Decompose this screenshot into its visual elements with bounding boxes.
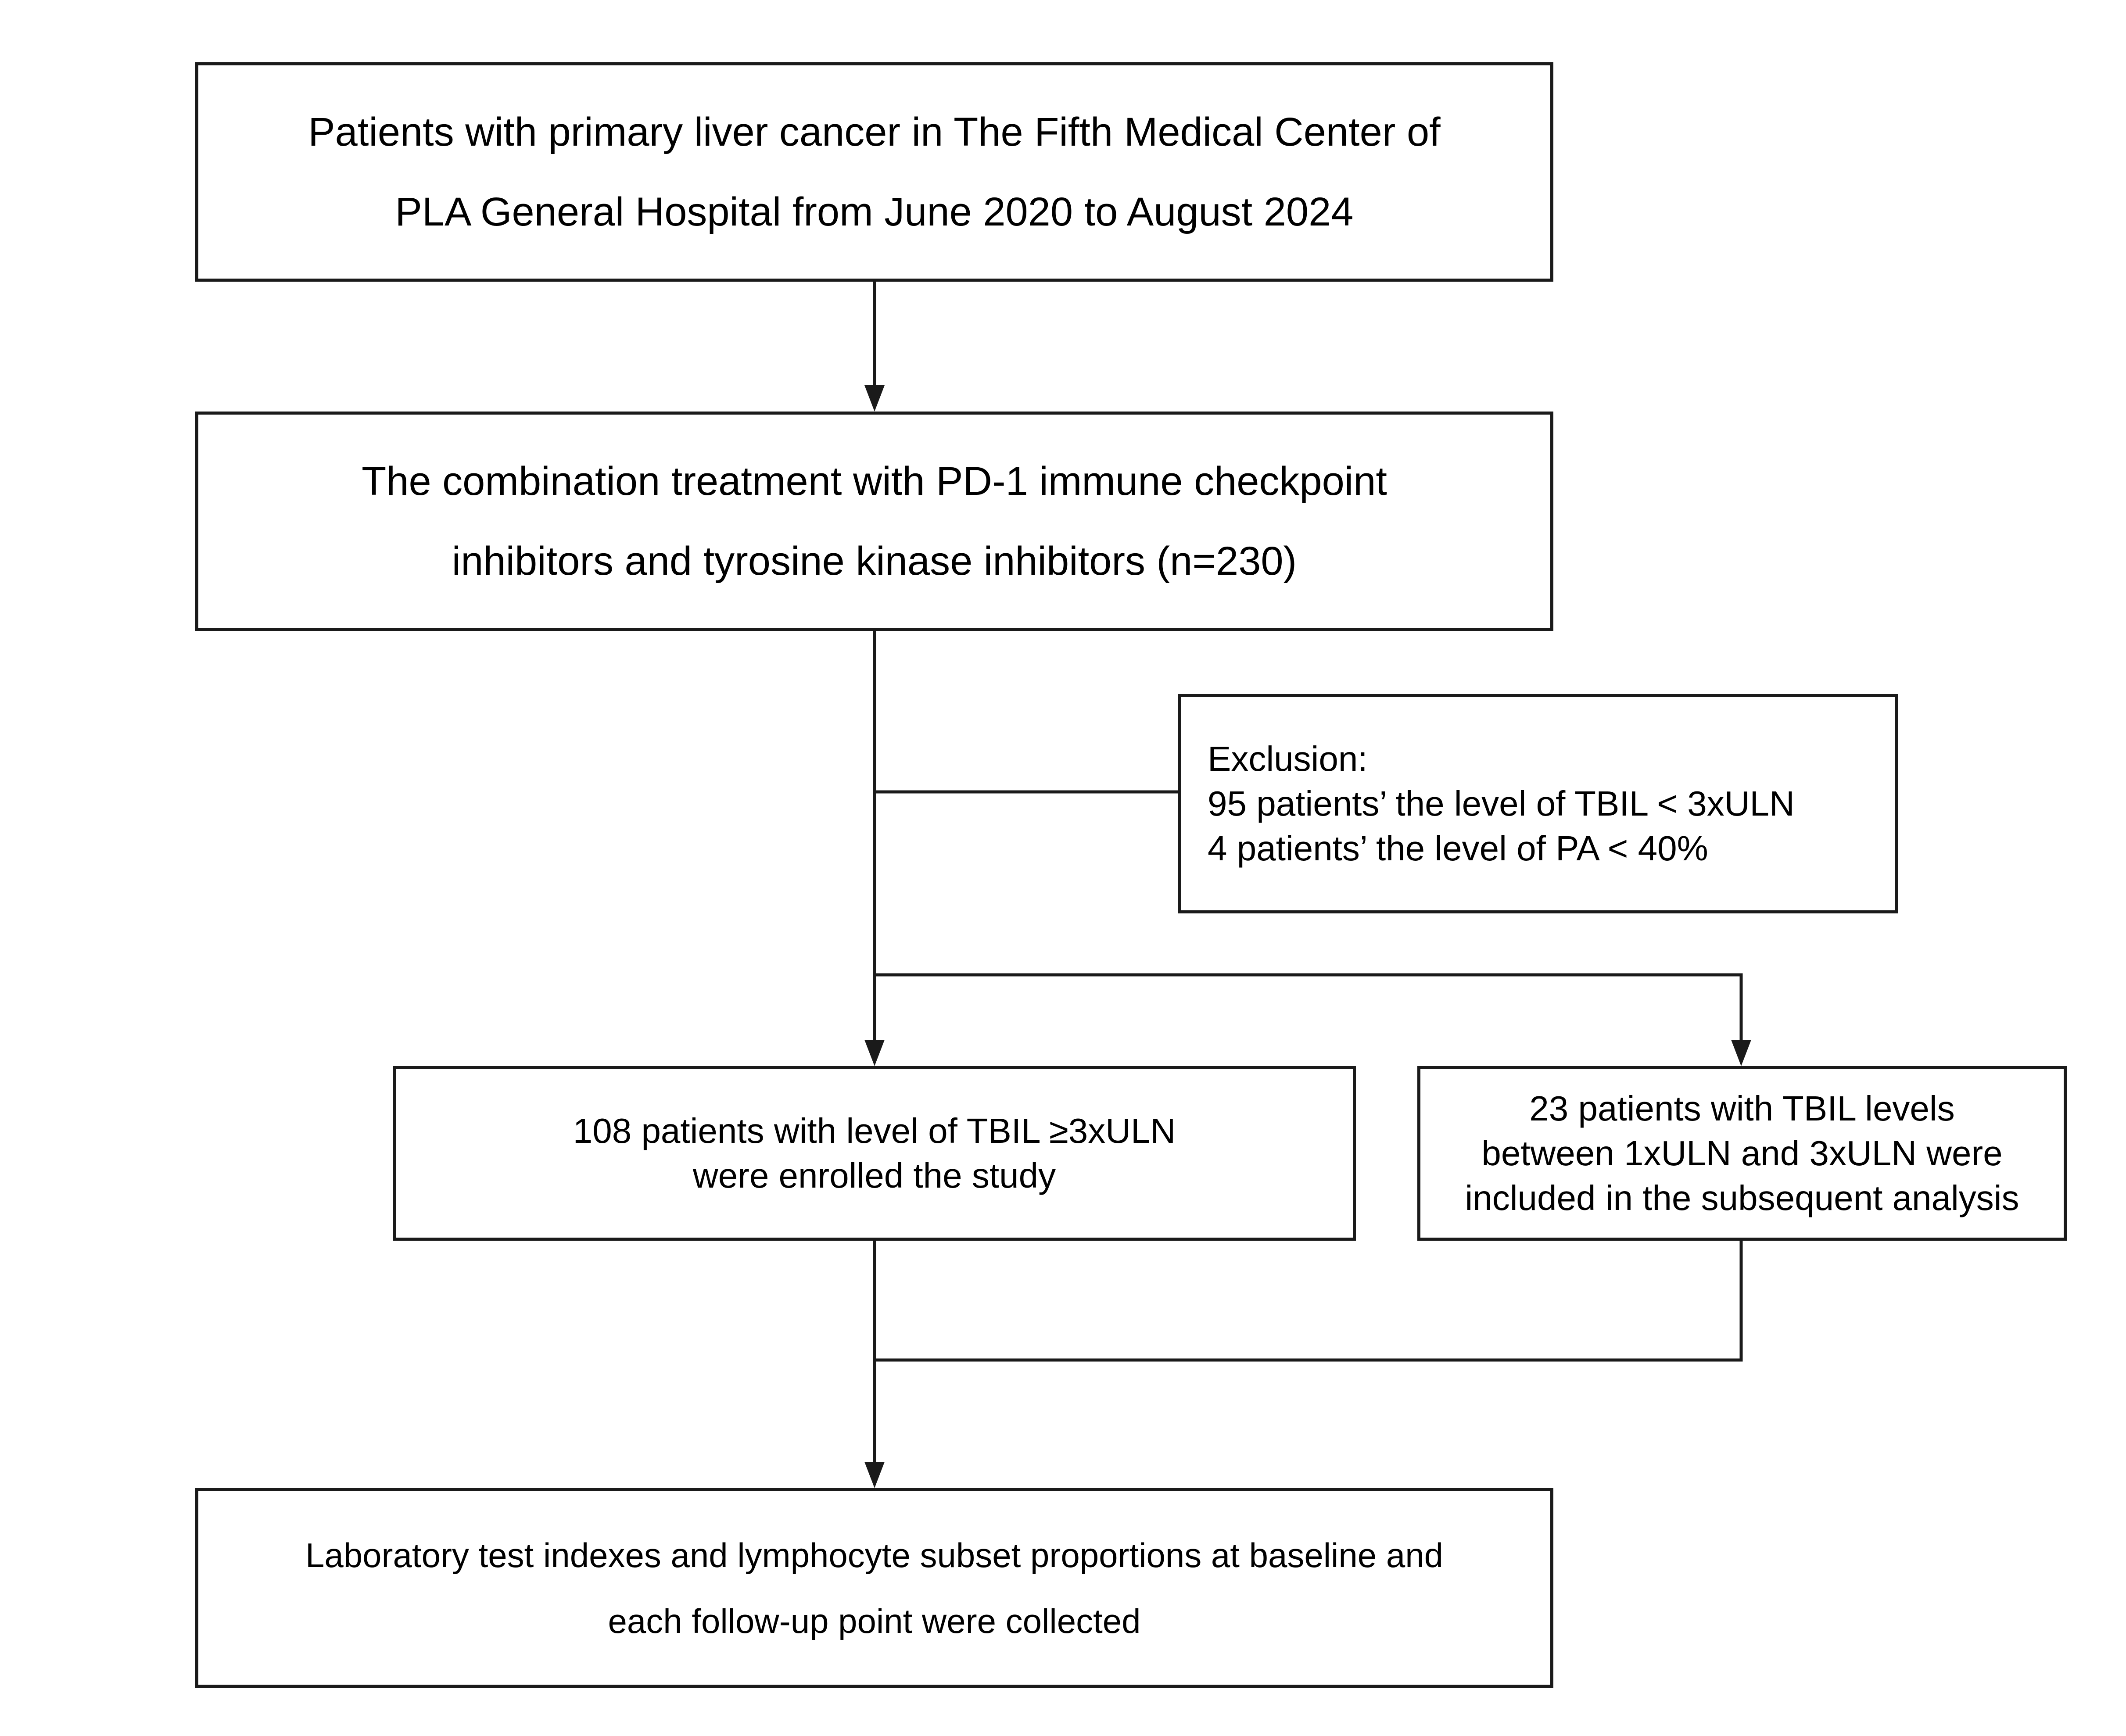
collected-line-1: Laboratory test indexes and lymphocyte s… [305, 1536, 1443, 1575]
arrowhead-to-treatment [864, 385, 885, 412]
exclusion-box: Exclusion: 95 patients’ the level of TBI… [1178, 694, 1898, 913]
subsequent-line-1: 23 patients with TBIL levels [1529, 1089, 1955, 1128]
treatment-line-2: inhibitors and tyrosine kinase inhibitor… [452, 539, 1297, 583]
subsequent-line-2: between 1xULN and 3xULN were [1481, 1134, 2003, 1173]
subsequent-line-3: included in the subsequent analysis [1465, 1178, 2019, 1217]
enrolled-box: 108 patients with level of TBIL ≥3xULN w… [393, 1066, 1356, 1241]
subsequent-analysis-box: 23 patients with TBIL levels between 1xU… [1417, 1066, 2067, 1241]
collected-line-2: each follow-up point were collected [608, 1601, 1141, 1640]
enrolled-line-2: were enrolled the study [692, 1156, 1056, 1195]
treatment-box: The combination treatment with PD-1 immu… [195, 412, 1553, 631]
exclusion-line-pa: 4 patients’ the level of PA < 40% [1208, 829, 1708, 868]
data-collected-box: Laboratory test indexes and lymphocyte s… [195, 1488, 1553, 1688]
enrolled-line-1: 108 patients with level of TBIL ≥3xULN [573, 1111, 1176, 1150]
source-line-2: PLA General Hospital from June 2020 to A… [395, 190, 1354, 234]
source-line-1: Patients with primary liver cancer in Th… [308, 110, 1441, 154]
exclusion-line-tbil: 95 patients’ the level of TBIL < 3xULN [1208, 784, 1795, 823]
exclusion-heading: Exclusion: [1208, 739, 1368, 778]
arrowhead-to-enrolled [864, 1040, 885, 1066]
arrowhead-to-subsequent [1731, 1040, 1751, 1066]
arrowhead-to-collected [864, 1462, 885, 1488]
source-population-box: Patients with primary liver cancer in Th… [195, 62, 1553, 282]
treatment-line-1: The combination treatment with PD-1 immu… [362, 459, 1387, 504]
